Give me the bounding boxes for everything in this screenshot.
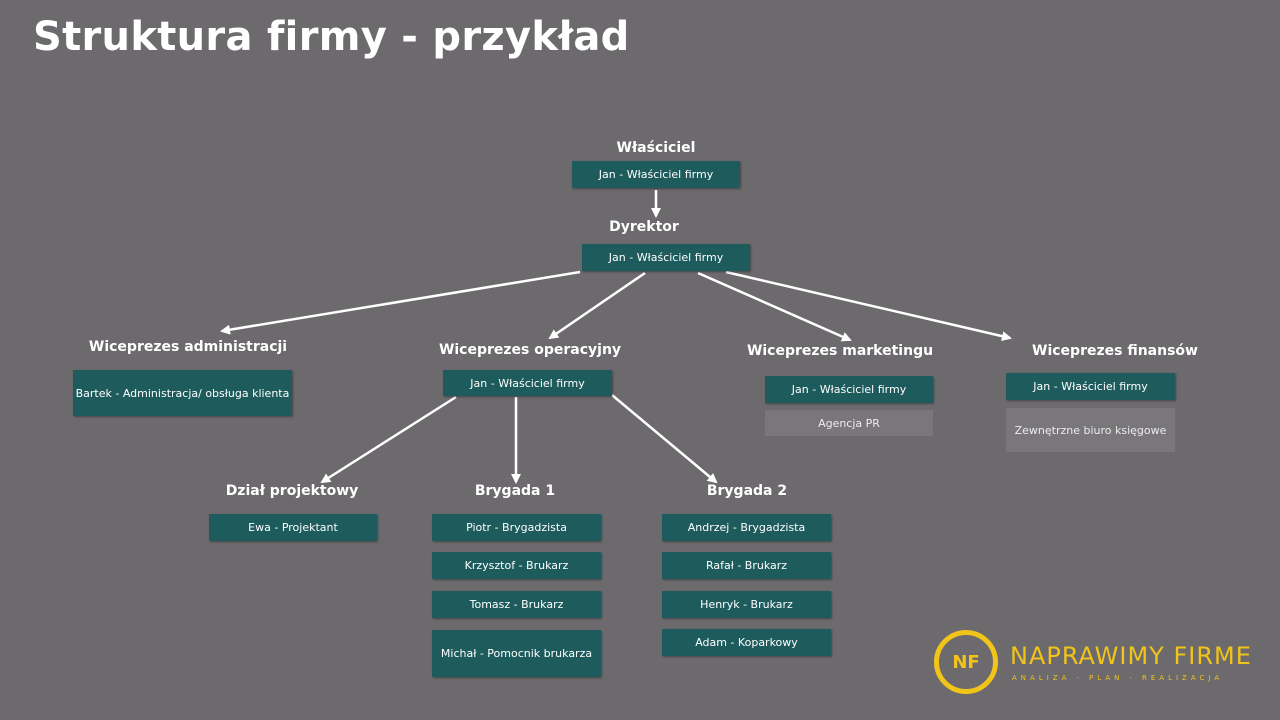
brigade2-member: Henryk - Brukarz	[662, 591, 831, 618]
vp-marketing-box: Jan - Właściciel firmy	[765, 376, 933, 403]
vp-finance-label: Wiceprezes finansów	[1032, 343, 1198, 359]
brigade2-label: Brygada 2	[706, 483, 788, 499]
owner-label: Właściciel	[616, 140, 696, 156]
page-title: Struktura firmy - przykład	[33, 14, 630, 60]
brigade1-member: Michał - Pomocnik brukarza	[432, 630, 601, 677]
projects-member: Ewa - Projektant	[209, 514, 377, 541]
vp-ops-label: Wiceprezes operacyjny	[438, 342, 622, 358]
vp-finance-box: Jan - Właściciel firmy	[1006, 373, 1175, 400]
vp-ops-box: Jan - Właściciel firmy	[443, 370, 612, 396]
owner-box: Jan - Właściciel firmy	[572, 161, 740, 188]
brigade1-member: Krzysztof - Brukarz	[432, 552, 601, 579]
brigade1-member: Piotr - Brygadzista	[432, 514, 601, 541]
logo-name: NAPRAWIMY FIRME	[1010, 642, 1252, 670]
arrow-director-marketing	[697, 271, 852, 342]
company-logo: NF NAPRAWIMY FIRME ANALIZA · PLAN · REAL…	[934, 630, 1274, 700]
vp-admin-label: Wiceprezes administracji	[88, 339, 288, 355]
director-box: Jan - Właściciel firmy	[582, 244, 750, 271]
logo-emblem: NF	[934, 630, 998, 694]
vp-marketing-extra: Agencja PR	[765, 410, 933, 436]
director-label: Dyrektor	[609, 219, 679, 235]
vp-marketing-label: Wiceprezes marketingu	[746, 343, 934, 359]
projects-label: Dział projektowy	[225, 483, 359, 499]
arrow-director-ops	[548, 271, 646, 340]
brigade2-member: Andrzej - Brygadzista	[662, 514, 831, 541]
arrow-director-finance	[725, 270, 1012, 342]
brigade1-member: Tomasz - Brukarz	[432, 591, 601, 618]
brigade1-label: Brygada 1	[474, 483, 556, 499]
vp-finance-extra: Zewnętrzne biuro księgowe	[1006, 408, 1175, 452]
brigade2-member: Adam - Koparkowy	[662, 629, 831, 656]
logo-tagline: ANALIZA · PLAN · REALIZACJA	[1012, 674, 1224, 682]
arrow-ops-brigade2	[611, 394, 718, 484]
brigade2-member: Rafał - Brukarz	[662, 552, 831, 579]
vp-admin-box: Bartek - Administracja/ obsługa klienta	[73, 370, 292, 416]
arrow-ops-projects	[320, 395, 457, 484]
arrow-director-admin	[220, 270, 581, 335]
